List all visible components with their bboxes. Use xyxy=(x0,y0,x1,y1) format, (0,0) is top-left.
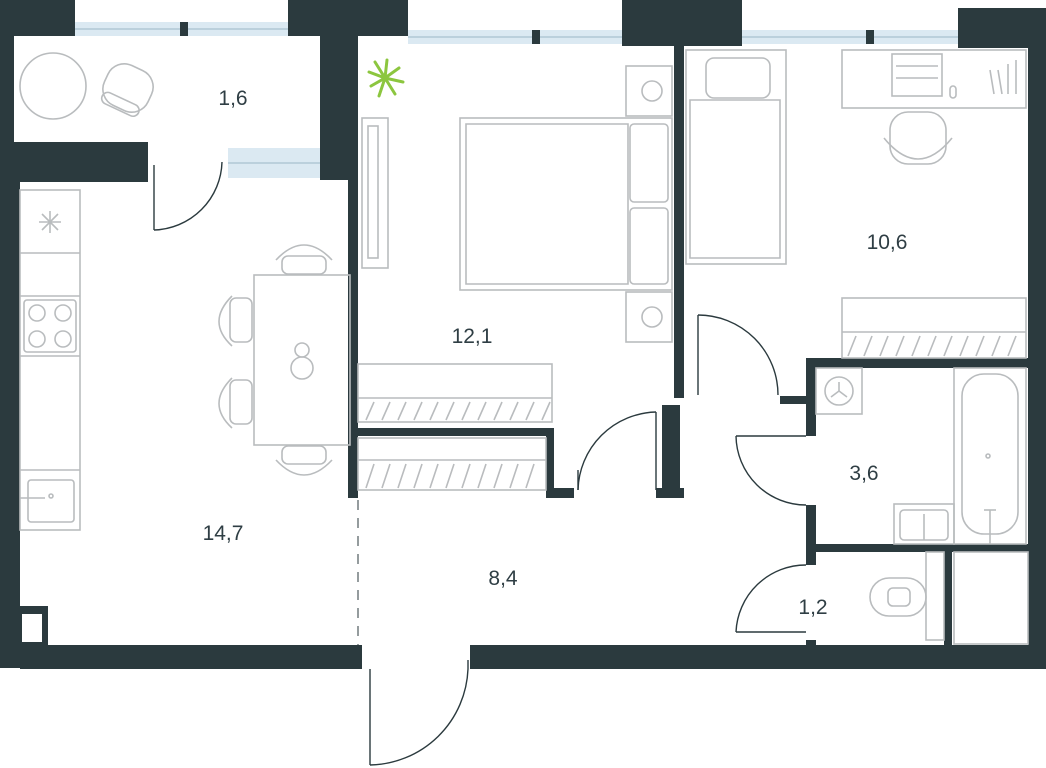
hatch-line xyxy=(991,335,1001,357)
plant-icon xyxy=(367,58,405,98)
hatch-line xyxy=(461,401,471,421)
chair-left-2 xyxy=(218,377,253,429)
hatch-line xyxy=(541,401,551,421)
hatch-line xyxy=(943,335,953,357)
hatch-line xyxy=(895,335,905,357)
hatch-line xyxy=(413,401,423,421)
area-label-balcony: 1,6 xyxy=(218,87,247,110)
area-label-kitchen: 14,7 xyxy=(203,522,244,545)
wardrobe-hatching xyxy=(365,335,1017,489)
area-label-toilet: 1,2 xyxy=(798,596,827,619)
hatch-line xyxy=(493,463,503,489)
hatch-line xyxy=(863,335,873,357)
hatch-line xyxy=(381,401,391,421)
hatch-line xyxy=(911,335,921,357)
bathroom-furniture xyxy=(815,367,1027,545)
hatch-line xyxy=(429,463,439,489)
hatch-line xyxy=(477,401,487,421)
hatch-line xyxy=(847,335,857,357)
chair-bottom xyxy=(275,445,333,476)
hatch-line xyxy=(461,463,471,489)
toilet-furniture xyxy=(869,551,1029,645)
hatch-line xyxy=(397,401,407,421)
hatch-line xyxy=(509,463,519,489)
snowflake-icon xyxy=(39,211,61,233)
hatch-line xyxy=(879,335,889,357)
hatch-line xyxy=(525,401,535,421)
kitchen-furniture xyxy=(19,189,351,531)
windows xyxy=(75,22,958,178)
area-label-hallway: 8,4 xyxy=(488,567,518,590)
walls xyxy=(0,0,1046,669)
hatch-line xyxy=(509,401,519,421)
area-label-bathroom: 3,6 xyxy=(849,462,878,485)
hatch-line xyxy=(1007,335,1017,357)
hatch-line xyxy=(365,463,375,489)
hatch-line xyxy=(397,463,407,489)
bedroom-furniture xyxy=(357,65,673,491)
hatch-line xyxy=(413,463,423,489)
hatch-line xyxy=(445,401,455,421)
hatch-line xyxy=(429,401,439,421)
hatch-line xyxy=(445,463,455,489)
hatch-line xyxy=(493,401,503,421)
balcony-furniture xyxy=(19,52,154,120)
area-labels: 1,6 14,7 12,1 10,6 8,4 3,6 1,2 xyxy=(203,87,908,619)
area-label-bedroom: 12,1 xyxy=(452,325,493,348)
hatch-line xyxy=(927,335,937,357)
hatch-line xyxy=(525,463,535,489)
armchair xyxy=(100,63,154,118)
hatch-line xyxy=(959,335,969,357)
room-furniture xyxy=(685,49,1027,359)
doors xyxy=(153,161,807,766)
hatch-line xyxy=(381,463,391,489)
chair-top xyxy=(275,244,333,275)
fan-icon xyxy=(824,376,854,406)
hatch-line xyxy=(477,463,487,489)
chair-left-1 xyxy=(218,295,253,347)
hatch-line xyxy=(975,335,985,357)
area-label-room: 10,6 xyxy=(867,231,908,254)
hatch-line xyxy=(365,401,375,421)
